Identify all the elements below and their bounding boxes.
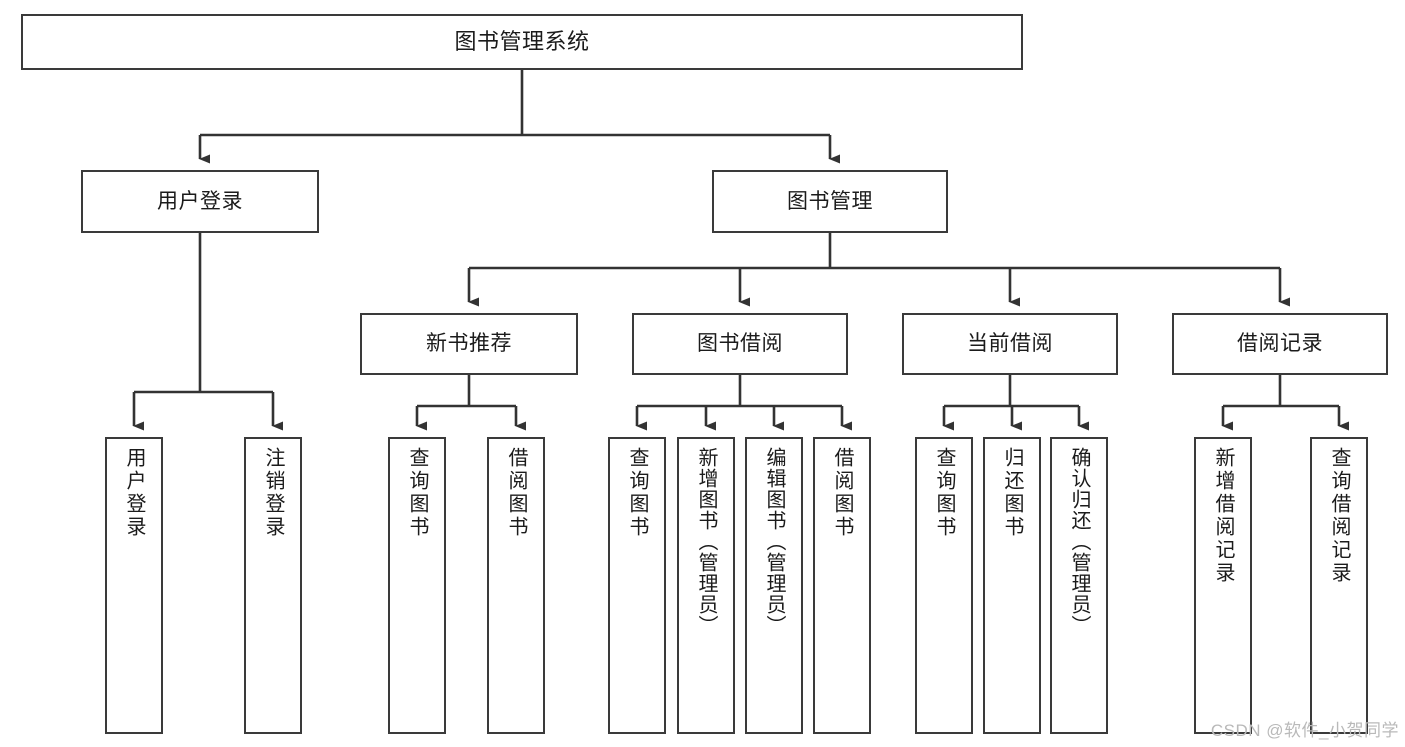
node-label: 用户登录	[123, 447, 145, 539]
node-leaf-borrow-1: 借阅图书	[487, 437, 545, 734]
node-current-borrow: 当前借阅	[902, 313, 1118, 375]
node-label: 查询图书	[406, 447, 428, 539]
node-leaf-query-rec: 查询借阅记录	[1310, 437, 1368, 734]
csdn-watermark: CSDN @软件_小贺同学	[1210, 721, 1399, 740]
edge-bus-root	[200, 70, 830, 137]
node-borrow-record: 借阅记录	[1172, 313, 1388, 375]
node-label: 新书推荐	[426, 332, 512, 356]
node-label: 查询图书	[933, 447, 955, 539]
node-label: 借阅记录	[1237, 332, 1323, 356]
node-label: 归还图书	[1001, 447, 1023, 539]
edge-bus-borrow-record	[1223, 375, 1339, 408]
node-leaf-login: 用户登录	[105, 437, 163, 734]
node-label: 查询图书	[626, 447, 648, 539]
node-label: 确认归还（管理员）	[1068, 447, 1090, 636]
node-leaf-add-rec: 新增借阅记录	[1194, 437, 1252, 734]
edge-bus-new-book-rec	[417, 375, 516, 408]
node-leaf-query-3: 查询图书	[915, 437, 973, 734]
node-label: 查询借阅记录	[1328, 447, 1350, 585]
edge-bus-user-login	[134, 233, 273, 394]
node-book-manage: 图书管理	[712, 170, 948, 233]
node-leaf-query-2: 查询图书	[608, 437, 666, 734]
node-user-login: 用户登录	[81, 170, 319, 233]
node-label: 当前借阅	[967, 332, 1053, 356]
edge-bus-current-borrow	[944, 375, 1079, 408]
node-leaf-logout: 注销登录	[244, 437, 302, 734]
node-leaf-borrow-2: 借阅图书	[813, 437, 871, 734]
edge-bus-book-manage	[469, 233, 1280, 270]
node-new-book-rec: 新书推荐	[360, 313, 578, 375]
node-root: 图书管理系统	[21, 14, 1023, 70]
node-label: 图书管理	[787, 189, 873, 213]
node-label: 用户登录	[157, 189, 243, 213]
node-leaf-return: 归还图书	[983, 437, 1041, 734]
node-label: 编辑图书（管理员）	[763, 447, 785, 636]
node-leaf-edit-book: 编辑图书（管理员）	[745, 437, 803, 734]
node-book-borrow: 图书借阅	[632, 313, 848, 375]
node-label: 注销登录	[262, 447, 284, 539]
node-leaf-add-book: 新增图书（管理员）	[677, 437, 735, 734]
node-label: 图书管理系统	[454, 28, 590, 54]
node-label: 图书借阅	[697, 332, 783, 356]
node-label: 借阅图书	[505, 447, 527, 539]
node-label: 新增借阅记录	[1212, 447, 1234, 585]
node-label: 借阅图书	[831, 447, 853, 539]
edge-bus-book-borrow	[637, 375, 842, 408]
node-leaf-confirm: 确认归还（管理员）	[1050, 437, 1108, 734]
node-label: 新增图书（管理员）	[695, 447, 717, 636]
node-leaf-query-1: 查询图书	[388, 437, 446, 734]
